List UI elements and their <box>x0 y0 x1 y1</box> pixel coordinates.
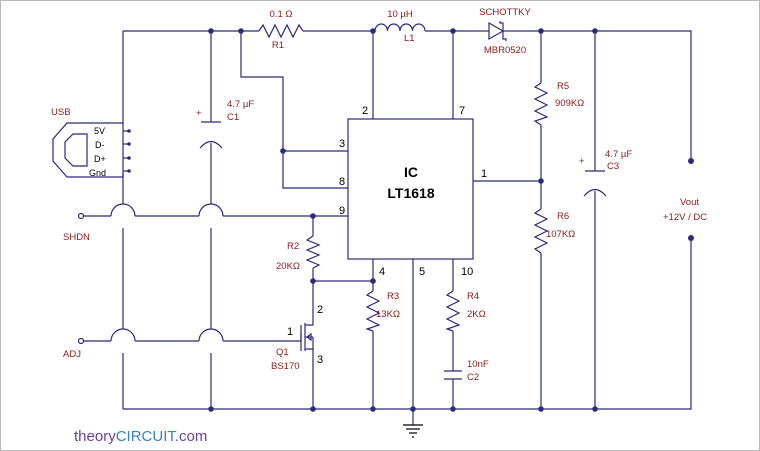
r5-value: 909KΩ <box>555 98 584 109</box>
r6-name: R6 <box>557 211 569 222</box>
q1-name: Q1 <box>276 347 289 358</box>
capacitor-c3: + 4.7 µF C3 <box>579 149 632 197</box>
ic-pin-3: 3 <box>339 138 345 150</box>
shdn-label: SHDN <box>63 232 90 243</box>
svg-text:theoryCIRCUIT.com: theoryCIRCUIT.com <box>74 428 207 445</box>
c1-plus-sign: + <box>196 108 202 119</box>
inductor-l1: 10 µH L1 <box>374 9 426 44</box>
ic-label: IC <box>404 164 418 180</box>
c1-value: 4.7 µF <box>227 99 254 110</box>
watermark-part2: CIRCUIT <box>116 428 177 445</box>
r3-value: 13KΩ <box>376 309 400 320</box>
ic-lt1618: IC LT1618 2 7 3 8 9 1 4 5 10 <box>339 105 487 278</box>
ic-pin-7: 7 <box>459 105 465 117</box>
ic-pin-10: 10 <box>461 266 473 278</box>
watermark-logo: theoryCIRCUIT.com <box>74 428 207 445</box>
c2-value: 10nF <box>467 359 489 370</box>
ic-pin-8: 8 <box>339 176 345 188</box>
resistor-r4: R4 2KΩ <box>445 290 486 332</box>
q1-pin-3: 3 <box>317 354 323 366</box>
l1-name: L1 <box>404 33 415 44</box>
usb-pin-d-plus: D+ <box>94 154 106 164</box>
resistor-r2: R2 20KΩ <box>276 235 321 272</box>
c3-name: C3 <box>607 161 619 172</box>
q1-pin-1: 1 <box>287 326 293 338</box>
ic-pin-9: 9 <box>339 205 345 217</box>
schottky-diode: SCHOTTKY MBR0520 <box>479 7 532 56</box>
c3-value: 4.7 µF <box>605 149 632 160</box>
usb-connector: USB 5V D- D+ Gnd <box>51 107 131 178</box>
ic-pin-1: 1 <box>481 168 487 180</box>
r4-value: 2KΩ <box>467 309 486 320</box>
watermark-part3: .com <box>175 428 208 445</box>
q1-pin-2: 2 <box>317 304 323 316</box>
l1-value: 10 µH <box>387 9 413 20</box>
ic-part-number: LT1618 <box>387 185 434 201</box>
c3-plus-sign: + <box>579 156 585 167</box>
r1-name: R1 <box>272 40 284 51</box>
watermark-part1: theory <box>74 428 116 445</box>
adj-label: ADJ <box>63 349 81 360</box>
resistor-r6: R6 107KΩ <box>533 208 575 254</box>
ic-pin-2: 2 <box>362 105 368 117</box>
r6-value: 107KΩ <box>546 229 575 240</box>
shdn-input: SHDN <box>63 212 90 243</box>
ic-pin-5: 5 <box>419 266 425 278</box>
vout-voltage: +12V / DC <box>663 212 707 223</box>
adj-input: ADJ <box>63 337 85 360</box>
resistor-r3: R3 13KΩ <box>365 290 400 332</box>
r1-value: 0.1 Ω <box>270 9 293 20</box>
c1-name: C1 <box>227 112 239 123</box>
r3-name: R3 <box>387 291 399 302</box>
vout-terminals: Vout +12V / DC <box>663 158 707 241</box>
mosfet-q1: 1 2 3 Q1 BS170 <box>271 304 323 372</box>
capacitor-c1: + 4.7 µF C1 <box>196 99 254 149</box>
r2-value: 20KΩ <box>276 261 300 272</box>
ground-icon <box>403 424 423 438</box>
usb-pin-gnd: Gnd <box>89 168 106 178</box>
q1-part: BS170 <box>271 361 300 372</box>
usb-pin-d-minus: D- <box>95 140 105 150</box>
resistor-r1: 0.1 Ω R1 <box>258 9 304 51</box>
r5-name: R5 <box>557 81 569 92</box>
capacitor-c2: 10nF C2 <box>444 359 489 383</box>
wire-crossovers <box>110 203 224 342</box>
diode-type: SCHOTTKY <box>479 7 531 18</box>
wires <box>81 30 692 425</box>
usb-pin-5v: 5V <box>94 126 105 136</box>
r4-name: R4 <box>467 291 479 302</box>
junction-dots <box>208 28 598 412</box>
vout-label: Vout <box>680 197 699 208</box>
resistor-r5: R5 909KΩ <box>533 81 584 126</box>
r2-name: R2 <box>287 241 299 252</box>
ic-pin-4: 4 <box>379 266 385 278</box>
c2-name: C2 <box>467 372 479 383</box>
usb-title: USB <box>51 107 71 118</box>
diode-part: MBR0520 <box>484 45 526 56</box>
